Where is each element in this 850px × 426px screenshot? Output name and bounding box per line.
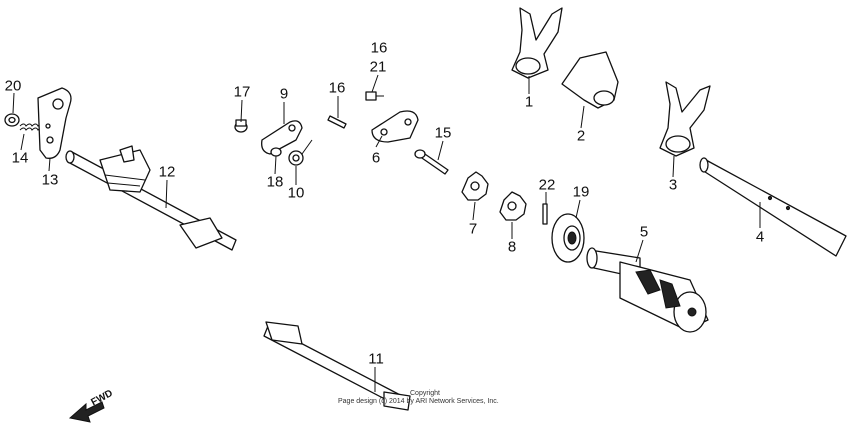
part-7-star-cam <box>461 171 489 201</box>
callout-9: 9 <box>279 85 289 103</box>
callout-10: 10 <box>287 184 305 202</box>
callout-20: 20 <box>4 77 22 95</box>
callout-3: 3 <box>668 176 678 194</box>
callout-1: 1 <box>524 93 534 111</box>
part-21-bolt <box>365 91 384 101</box>
callout-8: 8 <box>507 238 517 256</box>
part-12-gearshift-spindle <box>65 145 237 251</box>
part-19-bearing <box>551 213 585 263</box>
callout-11: 11 <box>368 350 384 368</box>
part-11-shift-shaft <box>263 321 411 411</box>
callout-16-upper: 16 <box>370 39 388 57</box>
part-8-star-plate <box>499 191 527 221</box>
callout-12: 12 <box>158 163 176 181</box>
part-5-shift-drum <box>586 247 709 333</box>
part-6-plate <box>371 110 419 143</box>
part-15-bolt <box>414 149 449 175</box>
callout-14: 14 <box>11 149 29 167</box>
callout-21: 21 <box>369 58 387 76</box>
part-1-shift-fork <box>511 7 563 79</box>
part-10-spring-clip <box>288 139 313 166</box>
part-16-bolt <box>327 115 347 129</box>
callout-5: 5 <box>639 223 649 241</box>
callout-17: 17 <box>233 83 251 101</box>
part-18-washer <box>270 147 282 157</box>
fwd-arrow-icon <box>68 401 105 423</box>
part-9-shift-arm <box>261 120 303 155</box>
part-2-shift-fork <box>561 51 619 109</box>
part-3-shift-fork <box>659 81 711 157</box>
callout-7: 7 <box>468 220 478 238</box>
callout-22: 22 <box>538 176 556 194</box>
callout-15: 15 <box>434 124 452 142</box>
callout-19: 19 <box>572 183 590 201</box>
copyright-label: Copyright <box>410 390 440 397</box>
part-13-stopper-plate <box>37 87 72 159</box>
copyright-text: Page design (c) 2014 by ARI Network Serv… <box>338 398 499 405</box>
callout-4: 4 <box>755 228 765 246</box>
part-20-washer <box>4 113 20 127</box>
callout-6: 6 <box>371 149 381 167</box>
callout-2: 2 <box>576 127 586 145</box>
callout-13: 13 <box>41 171 59 189</box>
callout-16-lower: 16 <box>328 79 346 97</box>
leader-lines <box>12 74 761 392</box>
callout-18: 18 <box>266 173 284 191</box>
part-22-dowel-pin <box>542 203 548 225</box>
part-4-fork-shaft <box>699 157 847 257</box>
